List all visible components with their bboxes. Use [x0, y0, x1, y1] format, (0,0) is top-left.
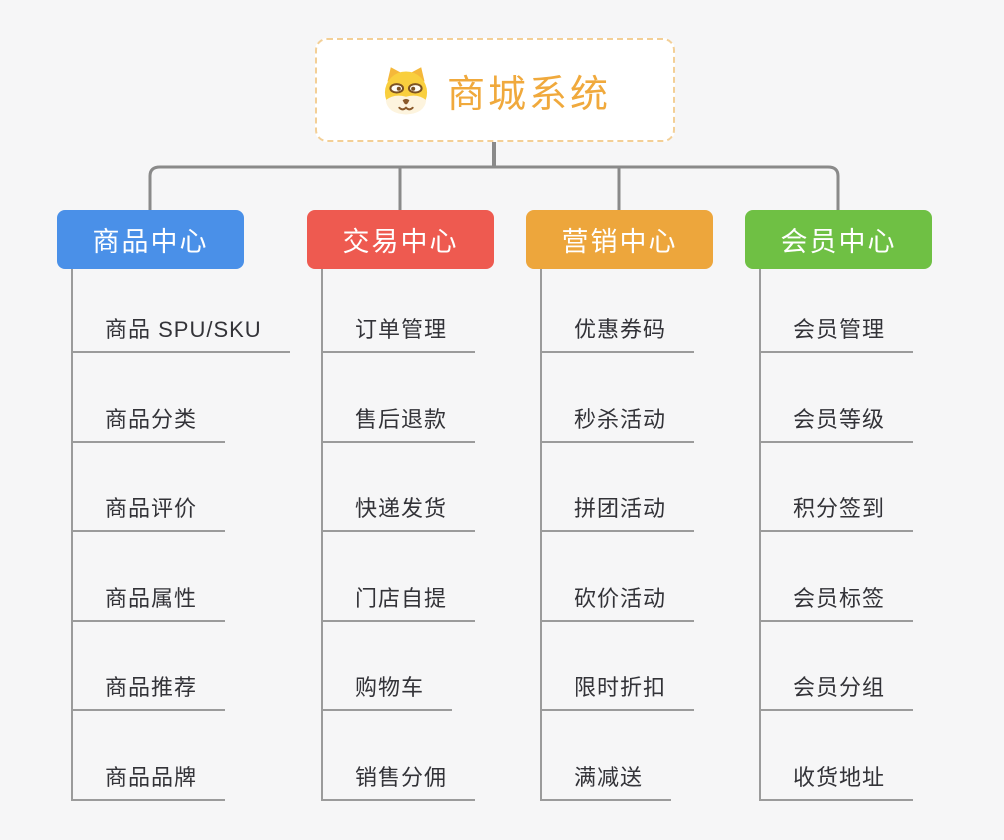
branch-node-marketing-center[interactable]: 营销中心: [526, 210, 713, 269]
root-node-mall-system[interactable]: 商城系统: [315, 38, 675, 142]
branch-node-product-center[interactable]: 商品中心: [57, 210, 244, 269]
mindmap-child-node[interactable]: 优惠券码: [541, 313, 695, 353]
branch-node-member-center[interactable]: 会员中心: [745, 210, 932, 269]
mindmap-child-node[interactable]: 积分签到: [760, 492, 914, 532]
mindmap-child-node[interactable]: 会员管理: [760, 313, 914, 353]
mindmap-child-node[interactable]: 售后退款: [322, 403, 476, 443]
mindmap-child-node[interactable]: 商品评价: [72, 492, 226, 532]
mindmap-child-node[interactable]: 商品属性: [72, 582, 226, 622]
mindmap-child-node[interactable]: 商品 SPU/SKU: [72, 313, 290, 353]
mindmap-child-node[interactable]: 销售分佣: [322, 761, 476, 801]
mindmap-child-node[interactable]: 拼团活动: [541, 492, 695, 532]
mindmap-child-node[interactable]: 商品品牌: [72, 761, 226, 801]
mindmap-child-node[interactable]: 订单管理: [322, 313, 476, 353]
mindmap-child-node[interactable]: 会员等级: [760, 403, 914, 443]
dog-face-icon: [384, 67, 428, 115]
mindmap-child-node[interactable]: 限时折扣: [541, 671, 695, 711]
mindmap-child-node[interactable]: 收货地址: [760, 761, 914, 801]
mindmap-child-node[interactable]: 会员标签: [760, 582, 914, 622]
mindmap-child-node[interactable]: 快递发货: [322, 492, 476, 532]
root-title: 商城系统: [446, 73, 611, 116]
mindmap-child-node[interactable]: 砍价活动: [541, 582, 695, 622]
mindmap-child-node[interactable]: 秒杀活动: [541, 403, 695, 443]
mindmap-child-node[interactable]: 购物车: [322, 671, 453, 711]
branch-node-trade-center[interactable]: 交易中心: [307, 210, 494, 269]
mindmap-child-node[interactable]: 商品推荐: [72, 671, 226, 711]
mindmap-child-node[interactable]: 会员分组: [760, 671, 914, 711]
mindmap-child-node[interactable]: 满减送: [541, 761, 672, 801]
mindmap-child-node[interactable]: 商品分类: [72, 403, 226, 443]
mindmap-child-node[interactable]: 门店自提: [322, 582, 476, 622]
